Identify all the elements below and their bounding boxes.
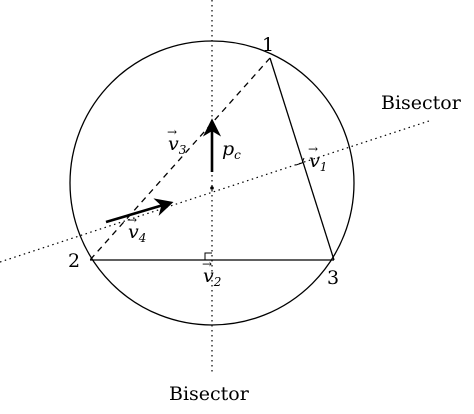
v4-vector [105,198,174,224]
pc-label-sub: c [234,148,241,162]
vertex-3-label: 3 [327,267,339,289]
v4-arrow: → [127,213,137,227]
vertical-bisector-label: Bisector [169,383,250,405]
v1-label-main: v [309,150,320,172]
v4-label: v4 [128,221,146,245]
v2-label-sub: 2 [213,275,222,289]
v3-label: v3 [168,133,187,157]
v4-label-sub: 4 [138,231,147,245]
right-angle-mark-v1 [295,157,305,166]
v3-label-sub: 3 [179,143,187,157]
vertex-2-label: 2 [68,250,80,272]
side-1-2-dashed [89,57,271,261]
slanted-bisector-line [0,119,433,263]
right-angle-mark-v2 [204,252,212,260]
v3-label-main: v [168,133,179,155]
vertex-1-label: 1 [262,34,274,56]
v1-label-sub: 1 [320,160,328,174]
v2-label: v2 [203,265,221,289]
side-1-3 [269,57,335,261]
v3-arrow: → [167,125,177,139]
pc-label-main: p [222,138,234,160]
v2-label-main: v [203,265,214,287]
v2-arrow: → [202,257,212,271]
circumcircle [69,40,355,326]
pc-point [210,186,214,190]
horizontal-bisector-label: Bisector [381,92,462,114]
v1-label: v1 [309,150,327,174]
v1-arrow: → [308,142,318,156]
v4-label-main: v [128,221,139,243]
pc-label: pc [222,138,241,162]
